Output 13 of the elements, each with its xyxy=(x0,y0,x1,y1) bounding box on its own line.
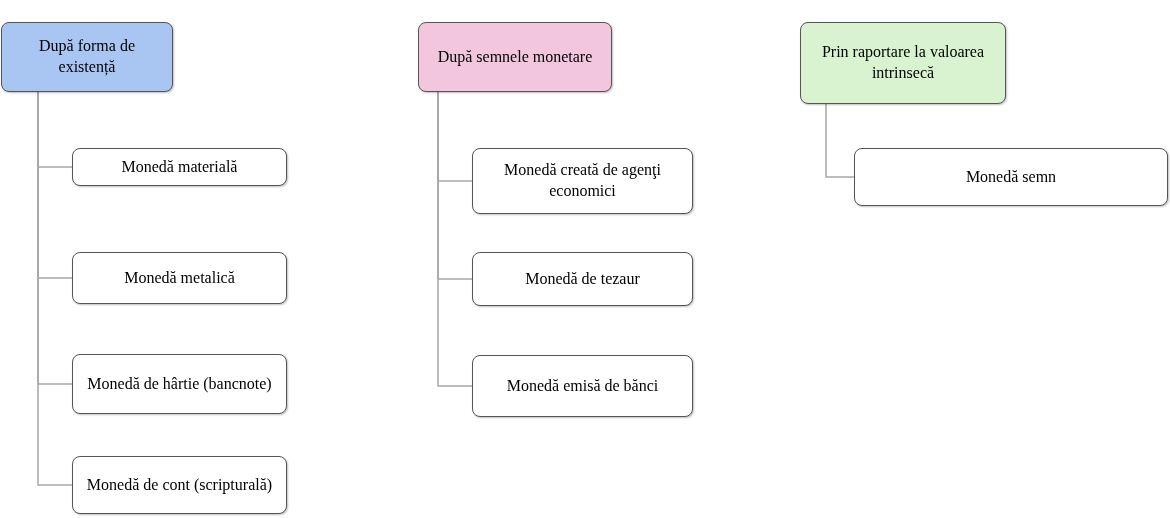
item-box: Monedă de tezaur xyxy=(472,252,693,306)
item-box: Monedă emisă de bănci xyxy=(472,355,693,417)
item-box: Monedă de cont (scripturală) xyxy=(72,456,287,514)
connector-line xyxy=(437,91,473,387)
item-box: Monedă creată de agenţi economici xyxy=(472,148,693,214)
item-box: Monedă materială xyxy=(72,148,287,186)
category-box: După forma de existență xyxy=(1,22,173,92)
connector-line xyxy=(825,103,855,178)
item-box: Monedă semn xyxy=(854,148,1168,206)
category-box: După semnele monetare xyxy=(418,22,612,92)
category-box: Prin raportare la valoarea intrinsecă xyxy=(800,22,1006,104)
item-box: Monedă de hârtie (bancnote) xyxy=(72,354,287,414)
item-box: Monedă metalică xyxy=(72,252,287,304)
